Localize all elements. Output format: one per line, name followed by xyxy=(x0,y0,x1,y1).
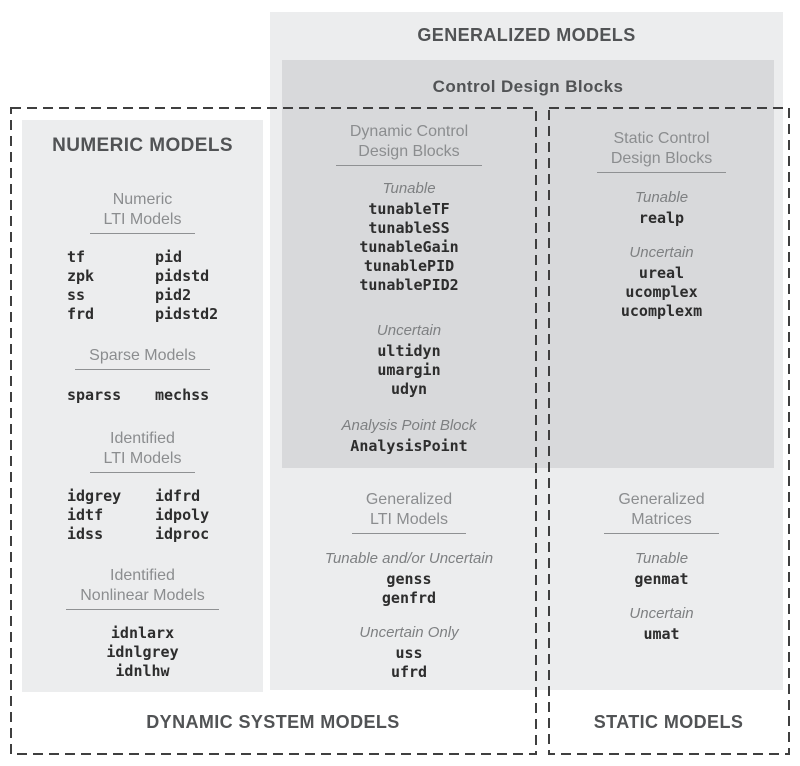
identified-nonlinear-header: Identified Nonlinear Models xyxy=(22,566,263,610)
identified-lti-header-line1: Identified xyxy=(110,430,175,447)
identified-nonlinear-header-line2: Nonlinear Models xyxy=(80,587,205,604)
identified-lti-header-line2: LTI Models xyxy=(103,450,182,467)
static-uncertain-label: Uncertain xyxy=(629,244,694,261)
numeric-models-column: Numeric LTI Models tf zpk ss frd pid pid… xyxy=(22,120,263,681)
code-item: pid xyxy=(155,248,183,266)
dynamic-cdb-header-line1: Dynamic Control xyxy=(349,123,469,140)
dynamic-cdb-header: Dynamic Control Design Blocks xyxy=(282,122,536,166)
code-item: ultidyn xyxy=(377,342,441,360)
code-item: uss xyxy=(395,644,423,662)
code-item: udyn xyxy=(390,380,428,398)
code-item: sparss xyxy=(67,386,122,404)
tunable-uncertain-label: Tunable and/or Uncertain xyxy=(324,550,494,567)
static-cdb-header-line1: Static Control xyxy=(613,130,710,147)
code-item: umat xyxy=(643,625,680,643)
dynamic-column: Dynamic Control Design Blocks Tunable tu… xyxy=(282,107,536,682)
code-item: pid2 xyxy=(155,286,192,304)
sparse-models-header-line1: Sparse Models xyxy=(89,347,196,364)
code-item: ufrd xyxy=(390,663,428,681)
uncertain-only-label: Uncertain Only xyxy=(359,624,459,641)
static-uncertain-code-list: ureal ucomplex ucomplexm xyxy=(549,264,774,321)
code-item: realp xyxy=(638,209,685,227)
generalized-matrices-header-line1: Generalized xyxy=(618,491,705,508)
code-item: AnalysisPoint xyxy=(350,437,468,455)
code-item: tunablePID2 xyxy=(359,276,459,294)
generalized-models-title: GENERALIZED MODELS xyxy=(417,25,636,45)
code-item: idtf xyxy=(67,506,104,524)
numeric-lti-code-list: tf zpk ss frd pid pidstd pid2 pidstd2 xyxy=(22,248,263,324)
code-item: ureal xyxy=(638,264,685,282)
sparse-models-code-list: sparss mechss xyxy=(22,386,263,405)
code-item: ucomplex xyxy=(625,283,698,301)
static-tunable-code-list: realp xyxy=(549,209,774,228)
generalized-matrices-header: Generalized Matrices xyxy=(549,490,774,534)
code-item: pidstd xyxy=(155,267,210,285)
code-item: tunableSS xyxy=(368,219,450,237)
matrices-tunable-code-list: genmat xyxy=(549,570,774,589)
code-item: idpoly xyxy=(155,506,210,524)
uncertain-code-list: ultidyn umargin udyn xyxy=(282,342,536,399)
code-item: idfrd xyxy=(155,487,201,505)
uncertain-only-code-list: uss ufrd xyxy=(282,644,536,682)
generalized-lti-header-line2: LTI Models xyxy=(370,511,448,528)
code-item: idgrey xyxy=(67,487,122,505)
code-item: idss xyxy=(67,525,104,543)
static-models-label: STATIC MODELS xyxy=(593,712,744,732)
identified-nonlinear-code-list: idnlarx idnlgrey idnlhw xyxy=(22,624,263,681)
static-column: Static Control Design Blocks Tunable rea… xyxy=(549,107,774,644)
identified-nonlinear-header-line1: Identified xyxy=(110,567,175,584)
code-item: pidstd2 xyxy=(155,305,219,323)
generalized-lti-header: Generalized LTI Models xyxy=(282,490,536,534)
code-item: mechss xyxy=(155,386,210,404)
dynamic-cdb-header-line2: Design Blocks xyxy=(358,143,460,160)
numeric-lti-header-line2: LTI Models xyxy=(103,211,182,228)
tunable-label: Tunable xyxy=(382,180,436,197)
tunable-code-list: tunableTF tunableSS tunableGain tunableP… xyxy=(282,200,536,295)
tunable-uncertain-code-list: genss genfrd xyxy=(282,570,536,608)
code-item: zpk xyxy=(67,267,95,285)
static-cdb-header: Static Control Design Blocks xyxy=(549,129,774,173)
code-item: tunableGain xyxy=(359,238,459,256)
analysis-point-label: Analysis Point Block xyxy=(341,417,477,434)
code-item: genfrd xyxy=(381,589,437,607)
identified-lti-header: Identified LTI Models xyxy=(22,429,263,473)
sparse-models-header: Sparse Models xyxy=(22,346,263,370)
matrices-uncertain-code-list: umat xyxy=(549,625,774,644)
numeric-lti-header-line1: Numeric xyxy=(112,191,173,208)
control-design-blocks-title: Control Design Blocks xyxy=(432,77,624,96)
dynamic-system-models-label: DYNAMIC SYSTEM MODELS xyxy=(146,712,400,732)
analysis-point-code-list: AnalysisPoint xyxy=(282,437,536,456)
code-item: frd xyxy=(67,305,95,323)
uncertain-label: Uncertain xyxy=(376,322,442,339)
identified-lti-code-list: idgrey idtf idss idfrd idpoly idproc xyxy=(22,487,263,544)
code-item: tf xyxy=(67,248,86,266)
generalized-lti-header-line1: Generalized xyxy=(365,491,453,508)
code-item: idnlgrey xyxy=(106,643,179,661)
numeric-lti-header: Numeric LTI Models xyxy=(22,190,263,234)
spacer xyxy=(22,120,263,172)
code-item: genss xyxy=(386,570,432,588)
code-item: tunableTF xyxy=(368,200,450,218)
matrices-uncertain-label: Uncertain xyxy=(629,605,694,622)
static-cdb-header-line2: Design Blocks xyxy=(610,150,713,167)
code-item: idnlarx xyxy=(110,624,175,642)
code-item: ss xyxy=(67,286,86,304)
code-item: tunablePID xyxy=(363,257,455,275)
code-item: umargin xyxy=(377,361,441,379)
static-tunable-label: Tunable xyxy=(634,189,689,206)
code-item: ucomplexm xyxy=(620,302,703,320)
matrices-tunable-label: Tunable xyxy=(634,550,689,567)
code-item: idproc xyxy=(155,525,210,543)
code-item: idnlhw xyxy=(115,662,170,680)
code-item: genmat xyxy=(634,570,689,588)
generalized-matrices-header-line2: Matrices xyxy=(631,511,692,528)
